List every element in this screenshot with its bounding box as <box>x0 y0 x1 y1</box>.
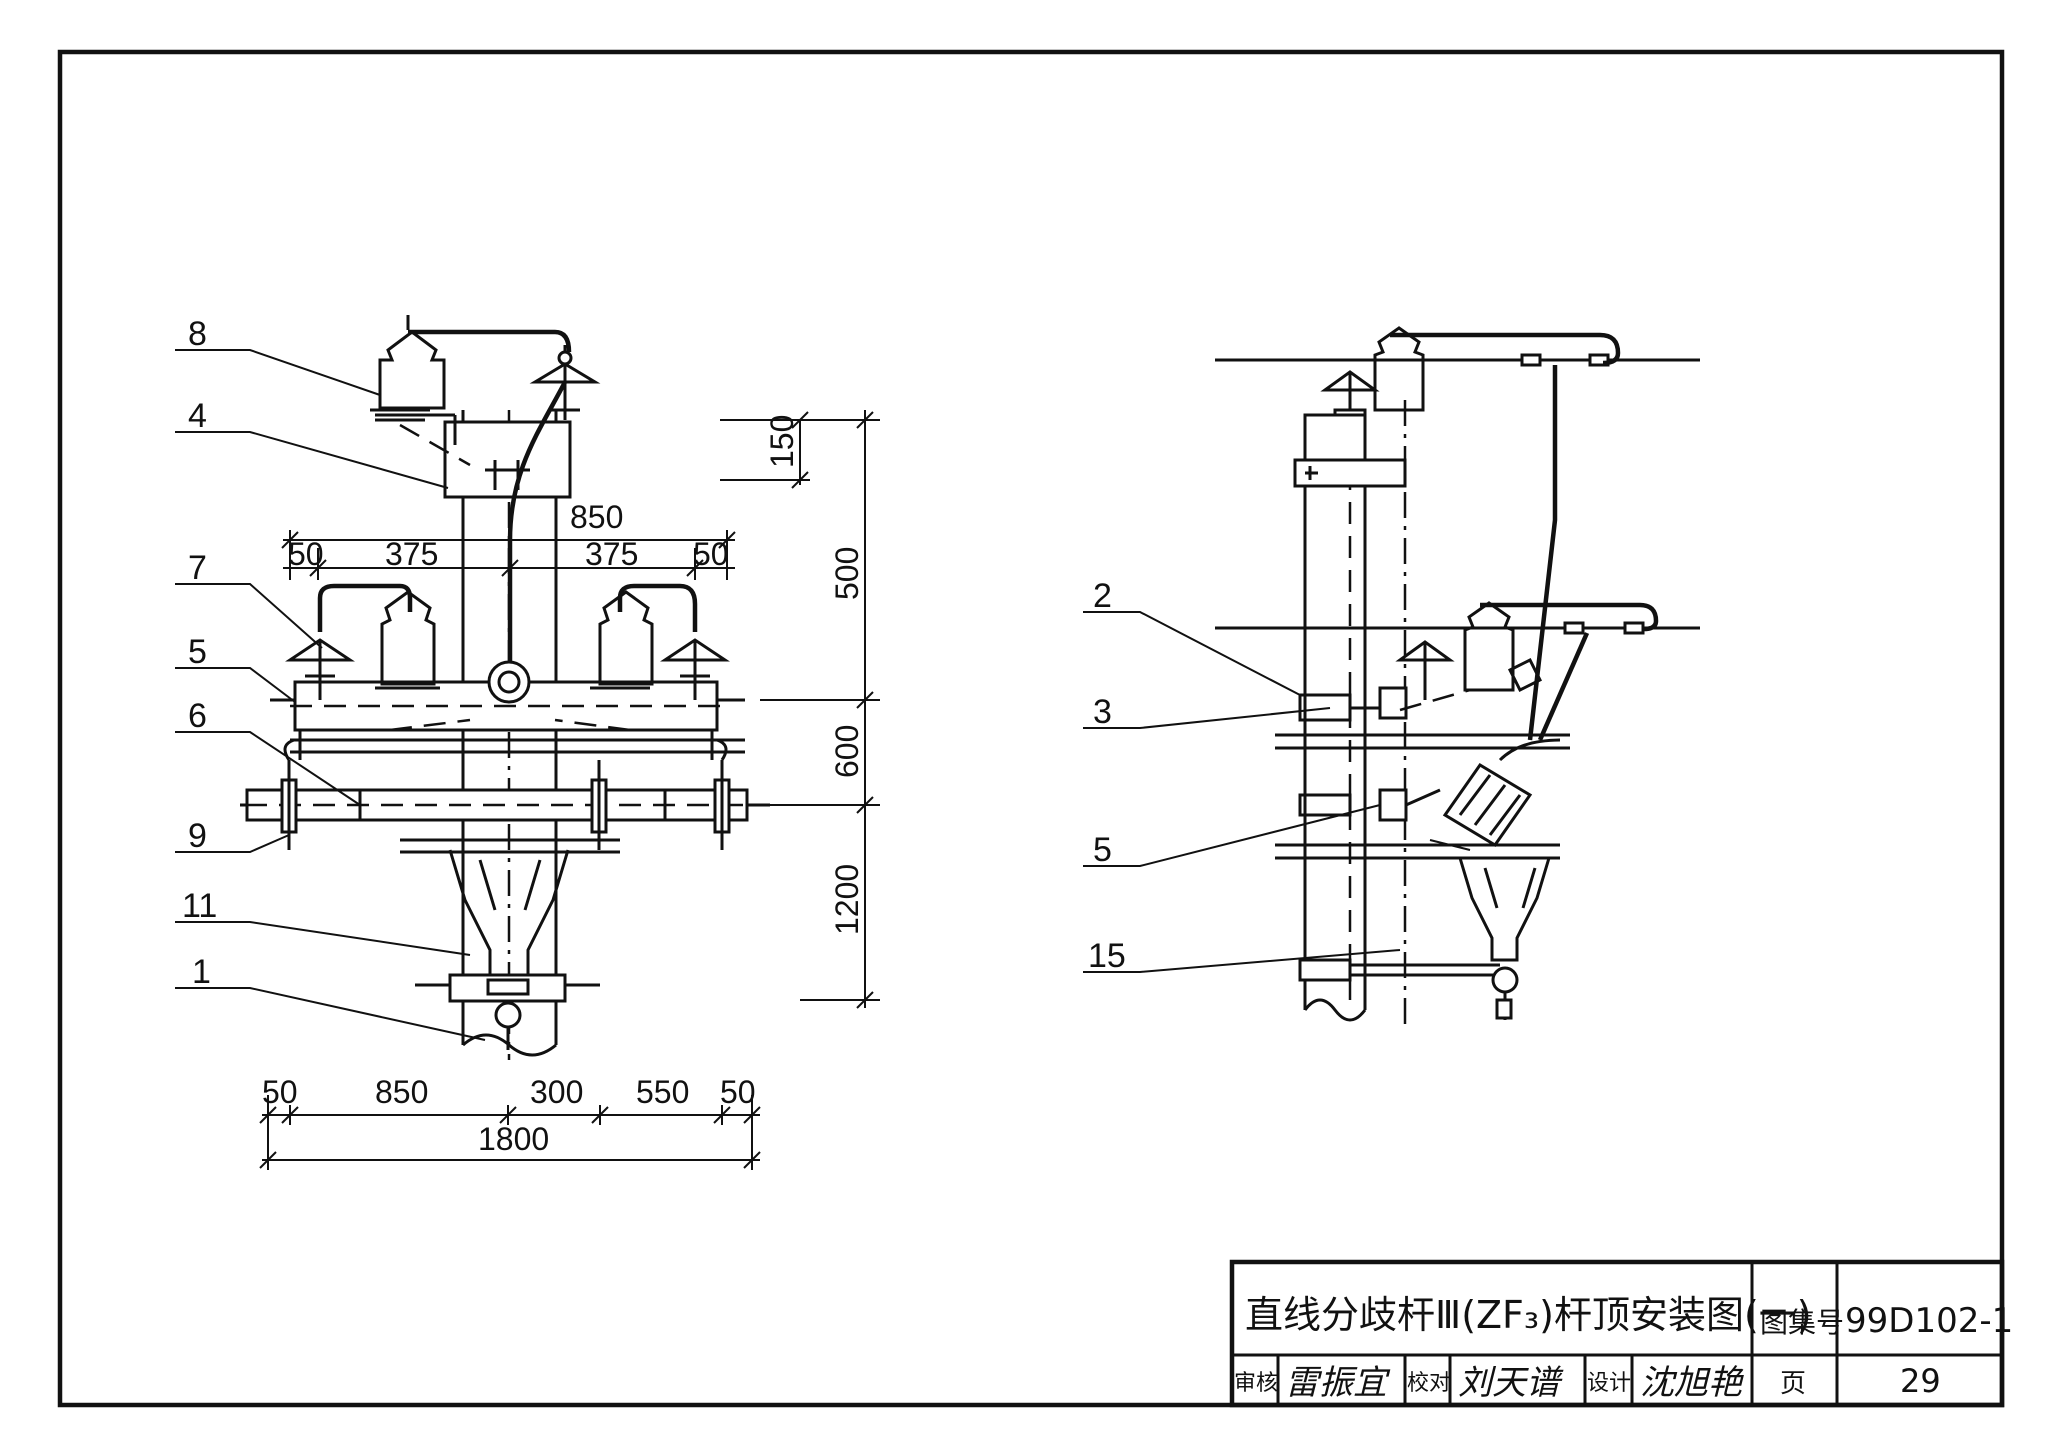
label-11: 11 <box>182 887 217 925</box>
label-8: 8 <box>188 315 207 353</box>
dim-150: 150 <box>764 415 800 468</box>
page-number: 29 <box>1900 1362 1941 1400</box>
dim-500: 500 <box>829 547 865 600</box>
design-label: 设计 <box>1587 1371 1631 1396</box>
label-15: 15 <box>1088 937 1126 975</box>
check-signature: 刘天谱 <box>1458 1363 1564 1403</box>
right-labels: 2 3 5 15 <box>1088 577 1126 975</box>
left-labels: 8 4 7 5 6 9 11 1 <box>182 315 217 991</box>
dim-300-bottom: 300 <box>530 1074 583 1110</box>
dim-50-bottom-left: 50 <box>262 1074 298 1110</box>
dim-600: 600 <box>829 725 865 778</box>
left-leaders <box>175 349 486 1041</box>
right-leaders <box>1083 611 1401 973</box>
dim-1800-total: 1800 <box>478 1121 549 1157</box>
title-block: 直线分歧杆Ⅲ(ZF₃)杆顶安装图(一) 图集号 99D102-1 审核 雷振宜 … <box>1229 1259 2013 1408</box>
side-elevation-view <box>1215 326 1700 1030</box>
label-5-right: 5 <box>1093 831 1112 869</box>
label-1: 1 <box>192 953 211 991</box>
dim-850-top: 850 <box>570 499 623 535</box>
dim-1200: 1200 <box>829 864 865 935</box>
drawing-title: 直线分歧杆Ⅲ(ZF₃)杆顶安装图(一) <box>1245 1293 1812 1337</box>
vertical-dimensions: 150 500 600 1200 <box>720 410 880 1009</box>
dim-375-right: 375 <box>585 536 638 572</box>
label-7: 7 <box>188 549 207 587</box>
dim-50-top-left: 50 <box>288 536 324 572</box>
dim-50-top-right: 50 <box>693 536 729 572</box>
label-4: 4 <box>188 397 207 435</box>
design-signature: 沈旭艳 <box>1640 1363 1744 1403</box>
sheet-border <box>57 49 2005 1408</box>
atlas-label: 图集号 <box>1760 1306 1844 1339</box>
bottom-dimensions: 50 850 300 550 50 1800 <box>259 1074 761 1170</box>
review-label: 审核 <box>1234 1371 1278 1396</box>
check-label: 校对 <box>1407 1371 1451 1396</box>
top-dimensions: 850 50 375 375 50 <box>281 499 736 580</box>
front-elevation-view <box>240 315 770 1060</box>
dim-850-bottom: 850 <box>375 1074 428 1110</box>
dim-550-bottom: 550 <box>636 1074 689 1110</box>
label-6: 6 <box>188 697 207 735</box>
label-2: 2 <box>1093 577 1112 615</box>
atlas-number: 99D102-1 <box>1845 1301 2013 1341</box>
label-3: 3 <box>1093 693 1112 731</box>
label-9: 9 <box>188 817 207 855</box>
page-label: 页 <box>1780 1369 1806 1399</box>
label-5: 5 <box>188 633 207 671</box>
dim-50-bottom-right: 50 <box>720 1074 756 1110</box>
review-signature: 雷振宜 <box>1285 1363 1391 1403</box>
dim-375-left: 375 <box>385 536 438 572</box>
